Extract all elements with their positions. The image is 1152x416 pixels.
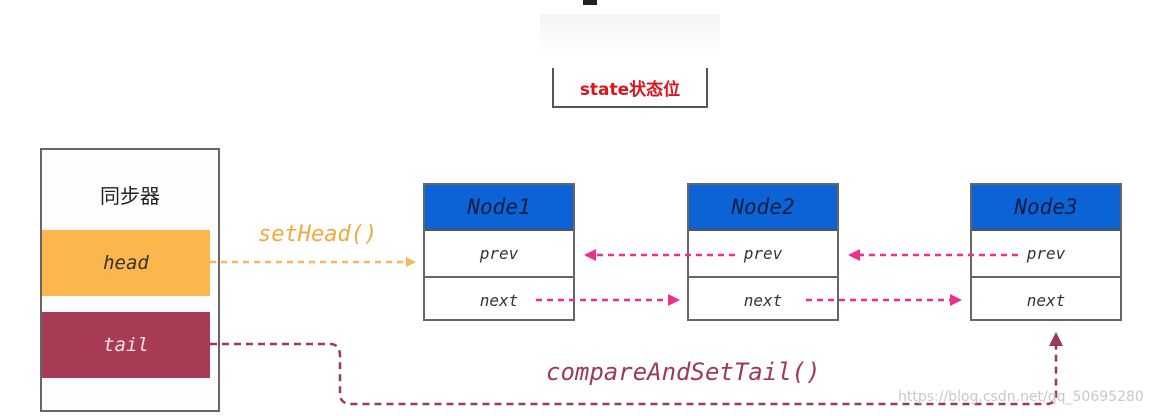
synchronizer-box: 同步器 head tail: [40, 148, 220, 412]
node-1-header: Node1: [425, 185, 573, 231]
node-2-header: Node2: [689, 185, 837, 231]
node-3: Node3 prev next: [970, 183, 1122, 321]
top-shadow: [540, 14, 720, 54]
tail-field: tail: [42, 312, 210, 378]
compare-and-set-tail-arrow: [210, 332, 1063, 406]
head-field: head: [42, 230, 210, 296]
node-1: Node1 prev next: [423, 183, 575, 321]
state-box: state状态位: [552, 68, 708, 108]
node-2: Node2 prev next: [687, 183, 839, 321]
compare-and-set-tail-label: compareAndSetTail(): [546, 358, 821, 386]
node-3-next: next: [1026, 291, 1066, 310]
node-2-next: next: [743, 291, 783, 310]
synchronizer-title: 同步器: [100, 184, 160, 208]
top-fragment: [583, 0, 597, 5]
node-3-header: Node3: [972, 185, 1120, 231]
node-1-prev: prev: [425, 231, 573, 278]
node-1-next: next: [479, 291, 519, 310]
node-3-prev: prev: [972, 231, 1120, 278]
node-2-prev: prev: [689, 231, 837, 278]
set-head-label: setHead(): [258, 222, 378, 247]
state-label: state状态位: [579, 79, 681, 100]
watermark: https://blog.csdn.net/qq_50695280: [898, 389, 1144, 405]
